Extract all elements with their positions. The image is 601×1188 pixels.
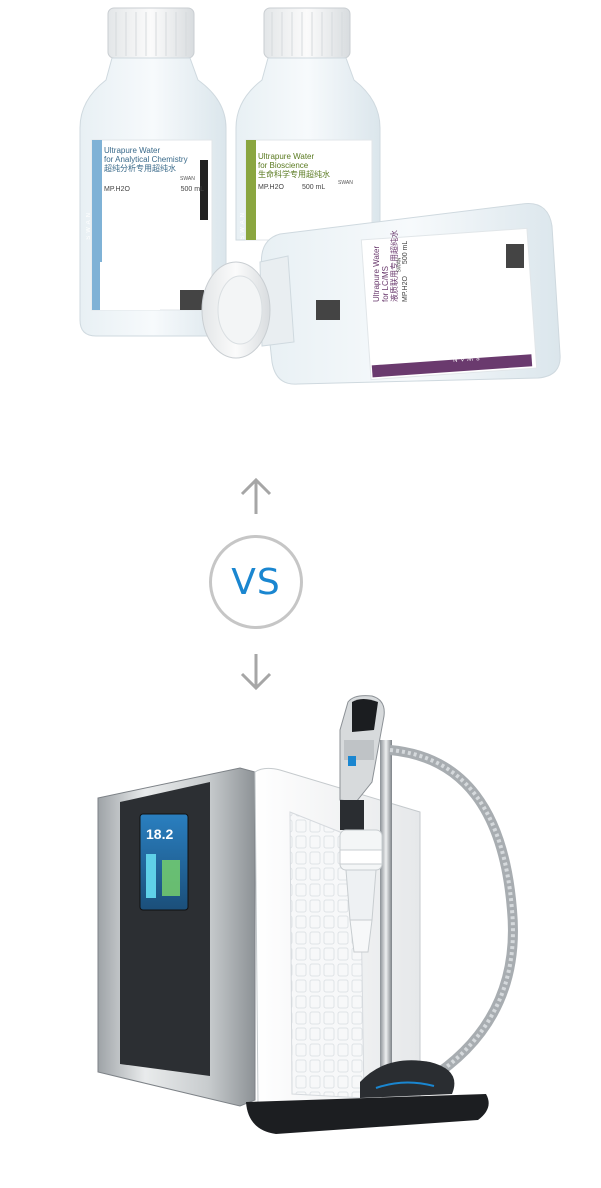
bottle-3-brand-line2: for LC/MS	[381, 265, 390, 302]
bottle-1-label: Ultrapure Water for Analytical Chemistry…	[104, 146, 204, 194]
bottle-2-volume: 500 mL	[301, 184, 326, 191]
bottle-2-brand-line1: Ultrapure Water	[258, 152, 315, 161]
bottle-3-spec: MP.H2O	[402, 276, 409, 302]
bottle-3-logo: SWAN	[396, 257, 403, 273]
bottle-3-label: Ultrapure Water for LC/MS 液质联用专用超纯水 MP.H…	[372, 152, 410, 302]
machine-screen-value: 18.2	[146, 826, 174, 842]
ultrapure-water-bottles	[79, 7, 561, 385]
bottle-2-side-text: SWAN	[240, 210, 246, 240]
vs-badge: VS	[209, 535, 303, 629]
bottle-2-logo: SWAN	[338, 180, 353, 186]
bottle-2-label: Ultrapure Water for Bioscience 生命科学专用超纯水…	[258, 152, 368, 192]
bottle-lcms	[201, 202, 561, 385]
arrow-up-icon	[240, 477, 272, 514]
water-purification-system	[97, 695, 518, 1134]
bottle-1-logo: SWAN	[180, 176, 195, 182]
bottle-3-brand-line1: Ultrapure Water	[372, 245, 381, 302]
bottle-1-brand-line2: for Analytical Chemistry	[104, 155, 188, 164]
arrow-down-icon	[240, 654, 272, 691]
bottle-3-cn-name: 液质联用专用超纯水	[390, 230, 399, 302]
bottle-bioscience	[235, 7, 381, 241]
bottle-1-brand-line1: Ultrapure Water	[104, 146, 161, 155]
bottle-2-spec: MP.H2O	[258, 184, 284, 191]
vs-label: VS	[231, 561, 281, 603]
bottle-2-brand-line2: for Bioscience	[258, 161, 309, 170]
bottle-2-cn-name: 生命科学专用超纯水	[258, 170, 330, 179]
bottle-1-spec: MP.H2O	[104, 186, 130, 193]
bottle-1-cn-name: 超纯分析专用超纯水	[104, 164, 176, 173]
bottle-1-side-text: SWAN	[86, 210, 92, 240]
bottle-1-volume: 500 mL	[180, 186, 204, 193]
bottle-analytical-chemistry	[79, 7, 227, 337]
